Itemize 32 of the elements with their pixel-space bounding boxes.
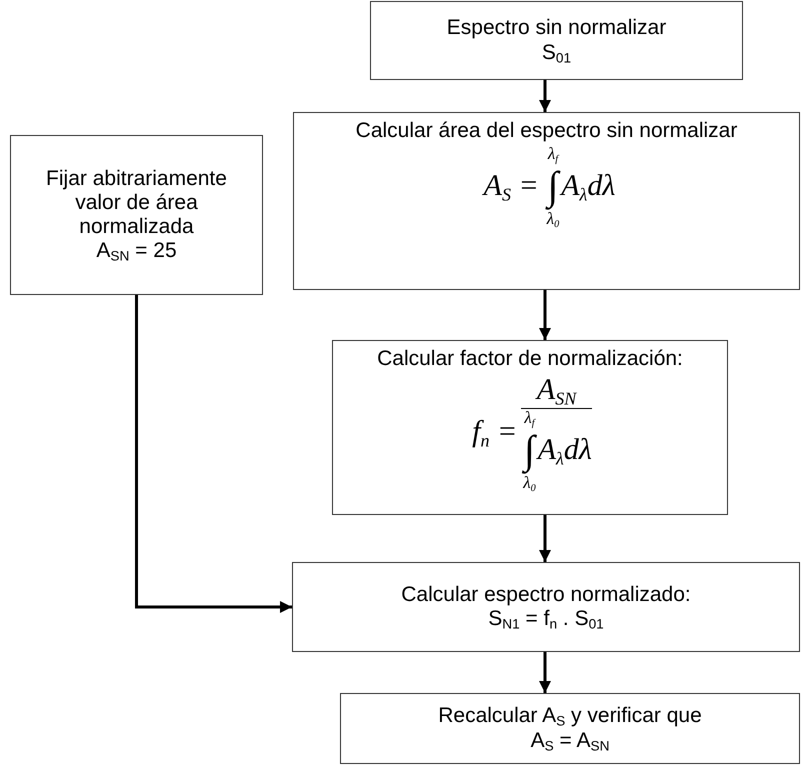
arrow xyxy=(135,295,292,613)
step-title: Calcular espectro normalizado: xyxy=(401,582,691,607)
process-box xyxy=(292,562,800,652)
process-box xyxy=(293,112,800,290)
formula-text: A$_{S}$ = A$_{SN}$ xyxy=(530,728,610,753)
formula-text: A$_{S}$ = xyxy=(481,169,540,204)
formula-text: A$_{SN}$ = 25 xyxy=(96,239,177,264)
limit-text: λ$_{0}$ xyxy=(546,210,560,228)
limit-text: λ$_{f}$ xyxy=(524,409,535,426)
step-title: Calcular factor de normalización: xyxy=(377,347,683,372)
formula-text: S$_{01}$ xyxy=(542,40,572,65)
arrow xyxy=(539,80,551,112)
integral-sign: ∫ xyxy=(524,428,535,472)
arrow xyxy=(539,652,551,693)
step-title: Recalcular A$_{S}$ y verificar que xyxy=(438,704,702,728)
arrow xyxy=(539,515,551,562)
step-title: Fijar abitrariamente valor de área normalizada xyxy=(45,166,228,240)
limit-text: λ$_{0}$ xyxy=(523,474,536,492)
process-box xyxy=(370,1,743,80)
formula-text: S$_{N1}$ = f$_{n}$ . S$_{01}$ xyxy=(488,607,604,632)
process-box xyxy=(10,135,263,295)
formula-text: A$_{λ}$dλ xyxy=(561,169,616,204)
process-box xyxy=(340,693,800,764)
formula-text: f$_{n}$ = xyxy=(471,415,518,450)
arrow xyxy=(539,290,551,340)
step-title: Calcular área del espectro sin normalizar xyxy=(356,119,738,144)
fraction-numerator: A$_{SN}$ xyxy=(521,373,592,410)
step-title: Espectro sin normalizar xyxy=(446,16,666,40)
integral-sign: ∫ xyxy=(547,164,558,208)
formula-text: A$_{λ}$dλ xyxy=(538,433,592,468)
limit-text: λ$_{f}$ xyxy=(548,145,558,162)
process-box xyxy=(332,340,728,515)
